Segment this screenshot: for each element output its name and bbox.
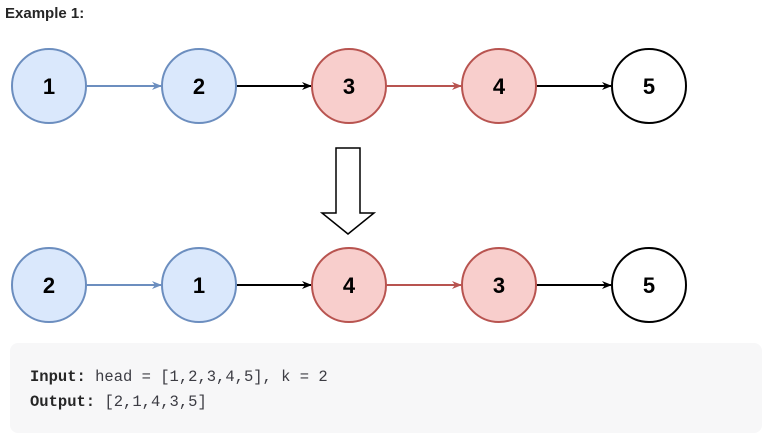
input-value: head = [1,2,3,4,5], k = 2	[95, 368, 328, 386]
before-node-4	[461, 48, 537, 124]
before-node-label-5: 5	[643, 74, 655, 99]
before-node-label-4: 4	[493, 74, 506, 99]
before-node-label-3: 3	[343, 74, 355, 99]
before-node-5	[611, 48, 687, 124]
after-node-label-5: 5	[643, 273, 655, 298]
example-heading: Example 1:	[5, 5, 85, 22]
output-value: [2,1,4,3,5]	[104, 393, 207, 411]
after-node-label-2: 1	[193, 273, 205, 298]
after-node-label-3: 4	[343, 273, 356, 298]
input-label: Input:	[30, 368, 86, 386]
before-node-2	[161, 48, 237, 124]
list-before: 1 2 3 4 5	[11, 48, 687, 124]
after-node-5	[611, 247, 687, 323]
transform-arrow	[319, 147, 377, 235]
output-label: Output:	[30, 393, 96, 411]
after-node-4	[461, 247, 537, 323]
list-after: 2 1 4 3 5	[11, 247, 687, 323]
linked-list-diagram: 1 2 3 4 5 2 1 4 3 5	[11, 48, 687, 323]
after-node-label-1: 2	[43, 273, 55, 298]
before-node-label-1: 1	[43, 74, 55, 99]
after-node-2	[161, 247, 237, 323]
before-node-1	[11, 48, 87, 124]
after-node-1	[11, 247, 87, 323]
input-line: Input: head = [1,2,3,4,5], k = 2	[30, 365, 762, 390]
before-node-3	[311, 48, 387, 124]
before-node-label-2: 2	[193, 74, 205, 99]
example-code-block: Input: head = [1,2,3,4,5], k = 2 Output:…	[10, 343, 762, 433]
output-line: Output: [2,1,4,3,5]	[30, 390, 762, 415]
after-node-label-4: 3	[493, 273, 505, 298]
after-node-3	[311, 247, 387, 323]
